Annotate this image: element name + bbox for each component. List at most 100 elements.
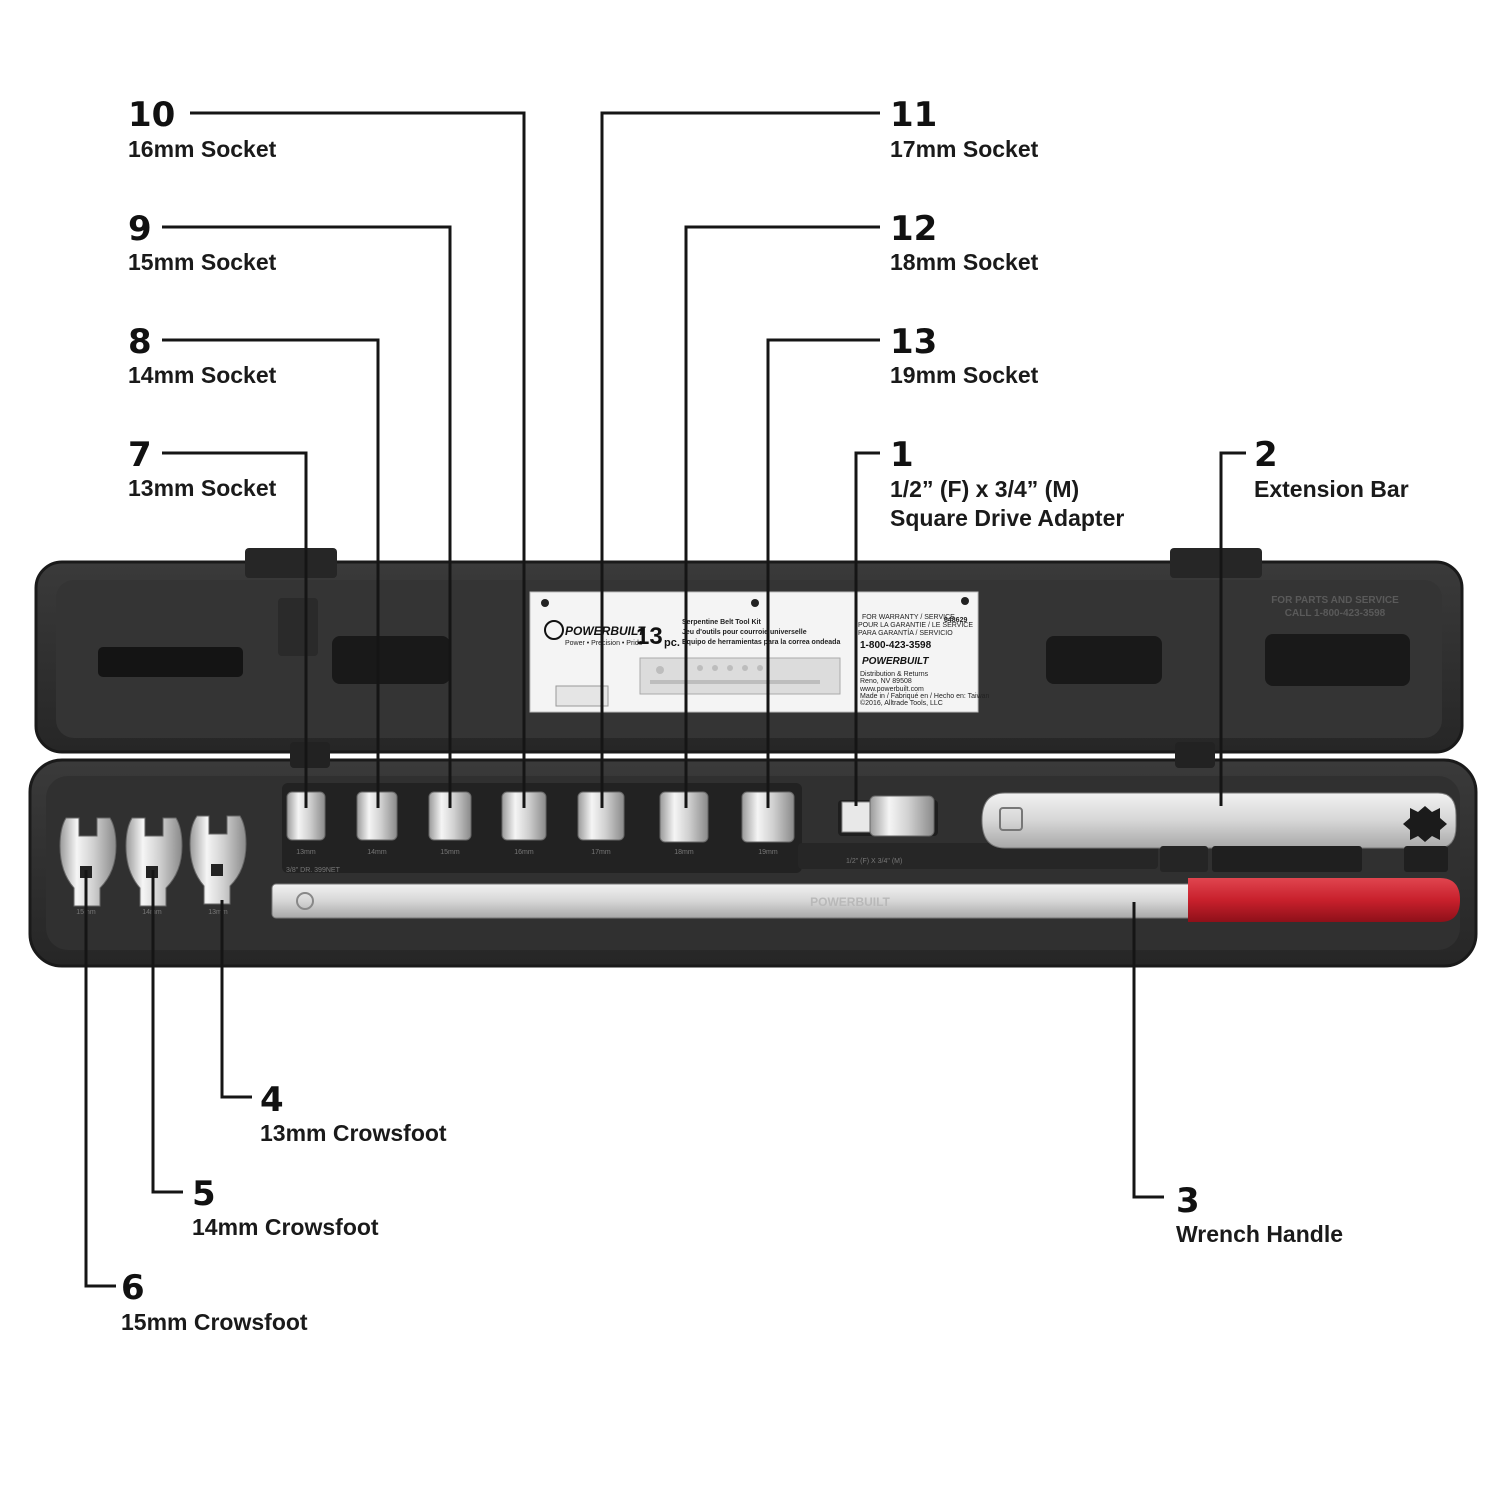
- leader-line-3: [1132, 902, 1164, 1199]
- extension-bar: [981, 792, 1457, 849]
- callout-description: Extension Bar: [1254, 476, 1409, 502]
- hinge-right: [1175, 742, 1215, 768]
- label-warranty-3: PARA GARANTÍA / SERVICIO: [858, 628, 953, 637]
- socket-size-label: 17mm: [591, 849, 611, 856]
- callout-1: 1 1/2” (F) x 3/4” (M) Square Drive Adapt…: [890, 435, 1124, 531]
- label-info-5: ©2016, Alltrade Tools, LLC: [860, 699, 943, 707]
- socket-size-label: 18mm: [674, 849, 694, 856]
- callout-description: 17mm Socket: [890, 136, 1039, 162]
- leader-line-7: [162, 451, 308, 808]
- callout-5: 5 14mm Crowsfoot: [192, 1174, 379, 1240]
- lid-emboss-line-2: CALL 1-800-423-3598: [1285, 608, 1386, 619]
- leader-line-9: [162, 225, 452, 808]
- label-tagline: Power • Precision • Pride: [565, 640, 643, 647]
- lid-slot-1: [98, 647, 243, 677]
- socket-size-label: 14mm: [367, 849, 387, 856]
- bar-nest-2: [1212, 846, 1362, 872]
- leader-line-2: [1219, 451, 1246, 806]
- callout-9: 9 15mm Socket: [128, 209, 277, 275]
- socket-19mm: 19mm: [741, 791, 795, 856]
- callout-number: 11: [890, 95, 937, 135]
- callout-8: 8 14mm Socket: [128, 322, 277, 388]
- leader-line-12: [684, 225, 880, 808]
- label-info-3: www.powerbuilt.com: [859, 686, 924, 693]
- lid-slot-4: [1265, 634, 1410, 686]
- callout-number: 3: [1176, 1181, 1200, 1221]
- socket-size-label: 16mm: [514, 849, 534, 856]
- tool-case: FOR PARTS AND SERVICE CALL 1-800-423-359…: [28, 548, 1478, 968]
- square-drive-adapter: 1/2" (F) X 3/4" (M): [798, 795, 1158, 869]
- callout-13: 13 19mm Socket: [890, 322, 1039, 388]
- brand-logo: POWERBUILT Power • Precision • Pride: [544, 620, 646, 647]
- callout-description: 15mm Crowsfoot: [121, 1309, 308, 1335]
- label-title-1: Serpentine Belt Tool Kit: [682, 619, 761, 626]
- label-info-2: Reno, NV 89508: [860, 678, 912, 685]
- callout-description: 14mm Crowsfoot: [192, 1214, 379, 1240]
- callout-number: 6: [121, 1268, 145, 1308]
- label-title-2: Jeu d'outils pour courroie universelle: [682, 629, 807, 636]
- label-warranty-1: FOR WARRANTY / SERVICE: [862, 614, 955, 621]
- callout-description: Wrench Handle: [1176, 1221, 1343, 1247]
- label-phone: 1-800-423-3598: [860, 640, 932, 651]
- callout-11: 11 17mm Socket: [890, 95, 1039, 162]
- callout-description: 14mm Socket: [128, 362, 277, 388]
- label-part-number: 648629: [944, 617, 967, 624]
- callout-description: 1/2” (F) x 3/4” (M): [890, 476, 1079, 502]
- callout-description: 13mm Socket: [128, 475, 277, 501]
- callout-description-line-2: Square Drive Adapter: [890, 505, 1124, 531]
- callout-12: 12 18mm Socket: [890, 209, 1039, 275]
- callout-number: 1: [890, 435, 914, 475]
- socket-rail-label: 3/8" DR. 399NET: [286, 867, 341, 874]
- leader-line-1: [854, 451, 880, 806]
- wrench-handle: POWERBUILT: [271, 878, 1460, 922]
- label-info-4: Made in / Fabriqué en / Hecho en: Taiwan: [860, 693, 990, 700]
- callout-number: 13: [890, 322, 937, 362]
- crowsfoot-13mm: 13mm: [189, 815, 247, 916]
- callout-number: 5: [192, 1174, 216, 1214]
- handle-brand: POWERBUILT: [810, 895, 890, 909]
- callout-6: 6 15mm Crowsfoot: [121, 1268, 308, 1335]
- lid-label: POWERBUILT Power • Precision • Pride 13 …: [529, 591, 990, 713]
- socket-size-label: 15mm: [440, 849, 460, 856]
- socket-size-label: 13mm: [296, 849, 316, 856]
- label-brand-small: POWERBUILT: [862, 656, 929, 667]
- crowsfoot-size-label: 13mm: [208, 909, 228, 916]
- label-count: 13: [636, 623, 663, 650]
- socket-size-label: 19mm: [758, 849, 778, 856]
- leader-line-10: [190, 111, 526, 808]
- callout-description: 18mm Socket: [890, 249, 1039, 275]
- callout-number: 12: [890, 209, 937, 249]
- label-title-3: Equipo de herramientas para la correa on…: [682, 639, 840, 646]
- callout-description: 15mm Socket: [128, 249, 277, 275]
- label-brand: POWERBUILT: [565, 624, 646, 638]
- lid-slot-3: [1046, 636, 1162, 684]
- leader-line-11: [600, 111, 880, 808]
- lid-slot-2: [332, 636, 450, 684]
- callout-number: 8: [128, 322, 152, 362]
- leader-line-6: [84, 870, 116, 1288]
- callout-number: 7: [128, 435, 152, 475]
- adapter-label: 1/2" (F) X 3/4" (M): [846, 858, 902, 865]
- callout-description: 13mm Crowsfoot: [260, 1120, 447, 1146]
- label-info-1: Distribution & Returns: [860, 671, 929, 678]
- socket-18mm: 18mm: [659, 791, 709, 856]
- callout-number: 4: [260, 1080, 284, 1120]
- label-count-unit: pc.: [664, 637, 680, 649]
- callout-3: 3 Wrench Handle: [1176, 1181, 1343, 1247]
- leader-line-4: [220, 900, 252, 1099]
- leader-line-5: [151, 870, 183, 1194]
- callout-10: 10 16mm Socket: [128, 95, 277, 162]
- callout-description: 19mm Socket: [890, 362, 1039, 388]
- bar-nest-3: [1404, 846, 1448, 872]
- latch-right: [1170, 548, 1262, 578]
- lid-recess: [278, 598, 318, 656]
- leader-line-8: [162, 338, 380, 808]
- callout-number: 2: [1254, 435, 1278, 475]
- leader-lines: [84, 111, 1246, 1288]
- lid-emboss-line-1: FOR PARTS AND SERVICE: [1271, 595, 1399, 606]
- callout-2: 2 Extension Bar: [1254, 435, 1409, 502]
- callout-number: 9: [128, 209, 152, 249]
- adapter-nest: [798, 843, 1158, 869]
- hinge-left: [290, 742, 330, 768]
